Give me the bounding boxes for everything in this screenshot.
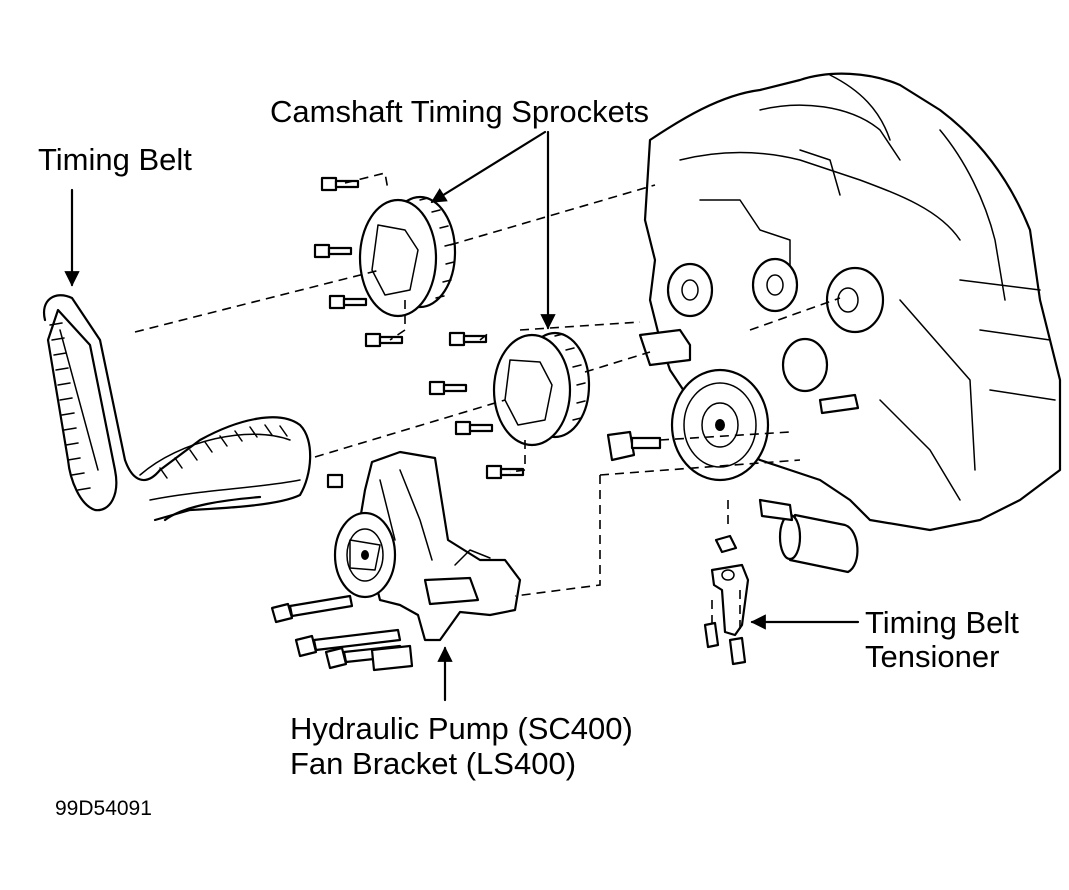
label-timing-belt: Timing Belt — [38, 142, 192, 177]
label-tensioner-line1: Timing Belt — [865, 605, 1019, 640]
label-pump-line2: Fan Bracket (LS400) — [290, 746, 577, 781]
label-arrows — [64, 130, 860, 702]
label-camshaft-sprockets: Camshaft Timing Sprockets — [270, 94, 650, 129]
figure-code: 99D54091 — [55, 797, 152, 820]
timing-belt-drawing — [42, 294, 312, 522]
label-pump-line1: Hydraulic Pump (SC400) — [290, 711, 633, 746]
camshaft-sprocket-lower — [492, 331, 591, 447]
tensioner-drawing — [703, 534, 750, 666]
pump-bolts — [270, 594, 414, 672]
exploded-view-guide-lines — [134, 172, 841, 632]
label-tensioner-line2: Tensioner — [865, 639, 1000, 674]
engine-block — [638, 72, 1062, 574]
camshaft-sprocket-upper — [358, 195, 457, 318]
arrow-sprocket-upper — [430, 130, 547, 204]
pump-bracket-drawing — [333, 450, 522, 642]
crankshaft-bolt — [606, 430, 662, 462]
